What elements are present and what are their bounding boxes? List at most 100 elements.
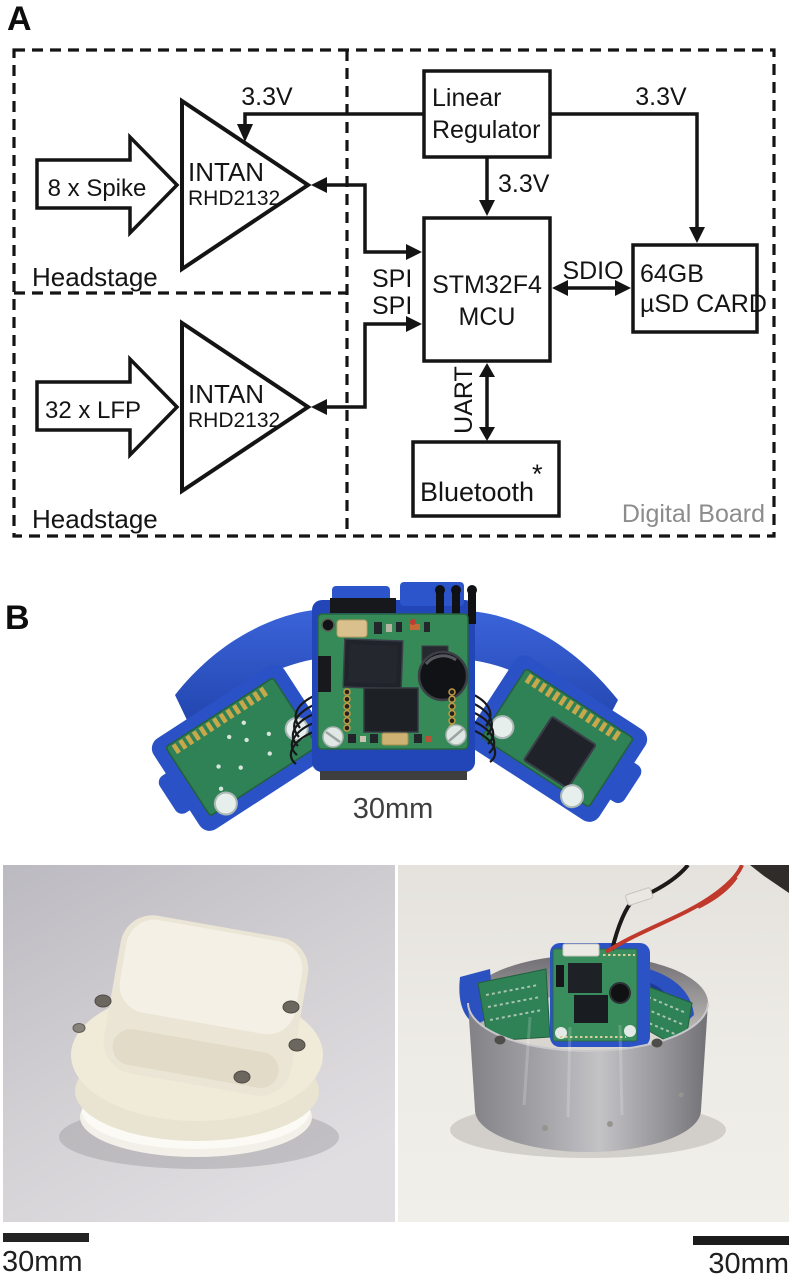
inductor <box>417 650 469 702</box>
potted-lump <box>103 915 309 1096</box>
amp1-name: INTAN <box>188 157 264 187</box>
top-connector-strip <box>330 598 396 613</box>
right-standoff-2 <box>560 784 585 809</box>
dashed-enclosures <box>12 48 776 538</box>
smd-parts-bottom <box>348 732 432 746</box>
digital-board-caption: Digital Board <box>622 500 765 528</box>
scale-label-assembly: 30mm <box>353 793 434 825</box>
system-block-diagram: 8 x Spike 32 x LFP INTAN RHD2132 INTAN R… <box>12 48 776 538</box>
arrowhead-v33-sd <box>689 227 705 243</box>
black-wire-upper <box>649 865 690 895</box>
flange-screws <box>72 994 306 1084</box>
arrowhead-spi1-mcu <box>406 244 422 260</box>
spike-input-label: 8 x Spike <box>48 175 147 202</box>
arrowhead-uart-down <box>479 427 495 441</box>
amp2-part: RHD2132 <box>188 409 280 432</box>
mcu-chip <box>342 638 404 690</box>
center-screw-left <box>322 726 344 748</box>
wire-connector <box>625 887 654 906</box>
arrowhead-v33-amp <box>237 124 253 142</box>
device-assembly-photo: 30mm <box>151 582 648 831</box>
left-headstage-pcb <box>165 677 318 816</box>
battery-connector <box>562 943 600 957</box>
arrowhead-spi1-amp <box>311 177 327 193</box>
inner-screw-2 <box>624 1025 636 1037</box>
arrowhead-spi2-amp <box>311 399 327 415</box>
mcu-line1: STM32F4 <box>432 271 542 299</box>
power-wires <box>604 865 744 954</box>
inner-chip-2 <box>574 995 608 1023</box>
spike-input-arrow <box>35 132 180 238</box>
lfp-input-label: 32 x LFP <box>45 397 141 424</box>
component-boxes <box>411 69 759 518</box>
arrowhead-sdio-right <box>615 280 631 296</box>
led-red <box>410 619 416 625</box>
spi-line-top <box>326 183 407 254</box>
background-object-corner <box>750 865 789 893</box>
central-digital-board <box>312 582 477 772</box>
pin-header <box>435 585 477 624</box>
v33-line-to-amp <box>243 112 424 126</box>
scale-bar-assembly <box>320 771 467 780</box>
spi-line-bottom <box>326 322 407 409</box>
spi-top-label: SPI <box>372 265 412 293</box>
left-pcb-pad-row <box>171 686 269 755</box>
lump-top-face <box>119 919 303 1035</box>
enclosure-rim-edge <box>467 1002 709 1052</box>
v33-mcu-label: 3.3V <box>498 170 550 198</box>
inner-screw-1 <box>555 1027 567 1039</box>
arrowhead-v33-mcu <box>479 200 495 216</box>
flash-chip <box>363 687 419 733</box>
via-column-left <box>343 688 351 732</box>
inner-chip-1 <box>568 963 602 993</box>
mcu-box <box>422 216 552 363</box>
arrowhead-uart-up <box>479 363 495 377</box>
right-headstage-wing <box>466 655 648 822</box>
ffc-connector <box>336 619 368 638</box>
lfp-input-arrow <box>35 354 180 460</box>
regulator-line2: Regulator <box>432 116 540 144</box>
potted-device-photo <box>3 865 395 1222</box>
scale-label-potted: 30mm <box>2 1246 83 1278</box>
sd-line1: 64GB <box>640 260 704 288</box>
enclosure-front-wall <box>468 1003 708 1152</box>
bluetooth-asterisk: * <box>532 459 543 489</box>
panel-a-label: A <box>7 0 32 38</box>
wall-holes <box>494 1035 684 1131</box>
sd-line2: µSD CARD <box>640 290 767 318</box>
left-pcb-vias <box>216 720 272 791</box>
sdio-label: SDIO <box>562 257 623 285</box>
uart-label: UART <box>450 366 478 434</box>
inner-pcb-center-pads <box>560 954 635 1038</box>
bluetooth-box <box>411 440 561 518</box>
arrowhead-spi2-mcu <box>406 316 422 332</box>
headstage1-caption: Headstage <box>32 262 158 292</box>
center-screw-right <box>445 724 467 746</box>
v33-sd-label: 3.3V <box>635 83 687 111</box>
metal-enclosure-photo <box>398 865 789 1222</box>
regulator-line1: Linear <box>432 84 502 112</box>
smd-parts-top <box>374 622 430 634</box>
right-standoff-1 <box>490 715 515 740</box>
left-wing-tab <box>158 772 194 814</box>
scale-label-enclosure: 30mm <box>708 1248 789 1280</box>
side-header <box>318 656 331 692</box>
arrowheads <box>237 124 705 441</box>
signal-lines <box>243 112 699 429</box>
amp-triangle-spike <box>180 97 312 273</box>
sd-card-box <box>631 243 759 334</box>
mcu-line2: MCU <box>459 303 516 331</box>
amp1-part: RHD2132 <box>188 187 280 210</box>
bluetooth-label: Bluetooth <box>420 477 534 507</box>
right-pcb-pad-row <box>524 673 622 742</box>
right-pcb-chip <box>523 716 597 789</box>
inner-pcb-right-pads <box>643 996 687 1038</box>
inner-side-header <box>556 965 564 987</box>
ribbon-wires-left <box>289 693 317 765</box>
inner-pcb-left-pads <box>485 984 543 1021</box>
headstage2-caption: Headstage <box>32 504 158 534</box>
right-wing-tab <box>606 761 642 804</box>
mounting-hole <box>321 618 335 632</box>
inner-inductor <box>609 982 631 1004</box>
